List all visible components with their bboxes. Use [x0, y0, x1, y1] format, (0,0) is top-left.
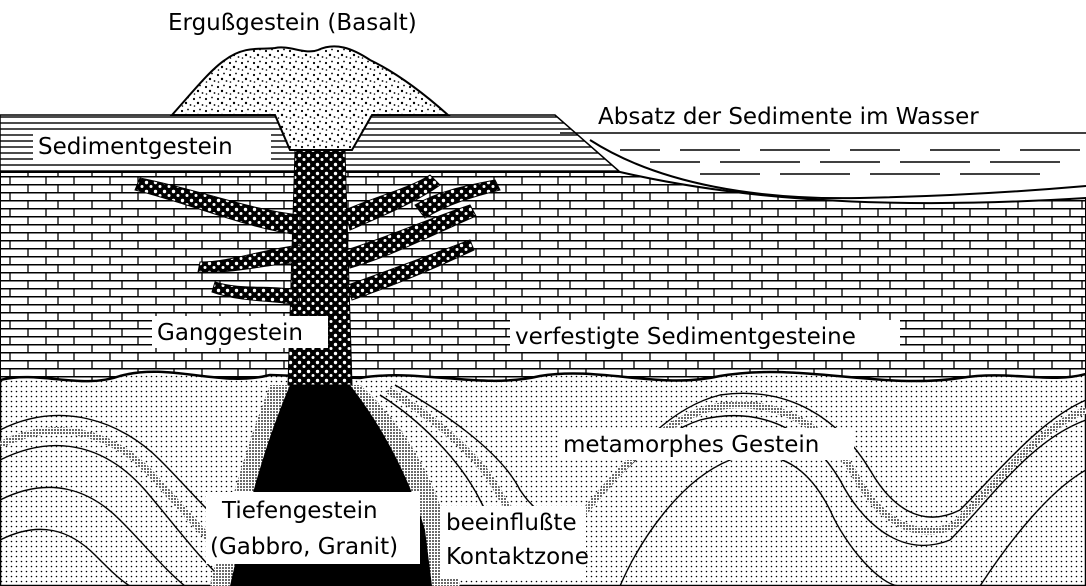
label-contact-zone-line2: Kontaktzone — [446, 544, 589, 570]
label-sedimentary-rock: Sedimentgestein — [38, 134, 233, 160]
label-plutonic-rock-line1: Tiefengestein — [221, 498, 378, 524]
label-dike-rock: Ganggestein — [157, 320, 303, 346]
label-plutonic-rock-line2: (Gabbro, Granit) — [210, 534, 398, 560]
label-contact-zone-line1: beeinflußte — [446, 510, 577, 536]
label-sedimentation: Absatz der Sedimente im Wasser — [598, 104, 979, 130]
label-metamorphic-rock: metamorphes Gestein — [563, 432, 819, 458]
label-extrusive-rock: Ergußgestein (Basalt) — [168, 10, 417, 36]
label-consolidated-sediments: verfestigte Sedimentgesteine — [515, 324, 856, 350]
consolidated-sediment-layer — [0, 172, 1086, 385]
